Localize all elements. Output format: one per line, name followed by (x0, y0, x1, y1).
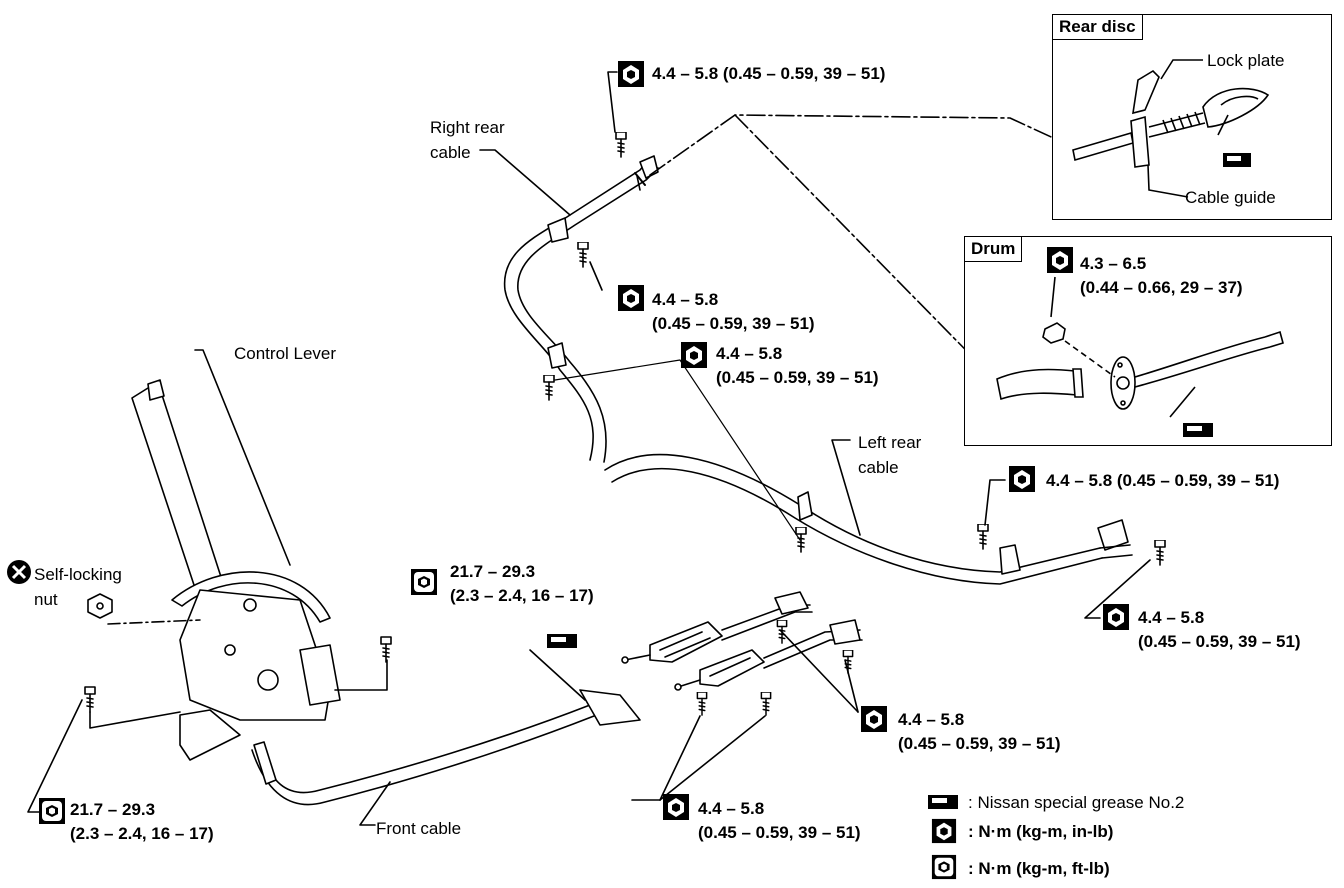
drum-title: Drum (964, 236, 1023, 262)
front-cable-label: Front cable (376, 819, 462, 838)
grease-icon (1223, 153, 1251, 167)
grease-icon (1183, 423, 1213, 437)
legend-nm-ftlb: : N·m (kg-m, ft-lb) (968, 859, 1110, 878)
rear-disc-inset: Rear disc Lock plate Cable guide (1052, 14, 1332, 220)
torque-spec-t1: 4.4 – 5.8 (0.45 – 0.59, 39 – 51) (652, 64, 886, 83)
torque-spec-t2: 4.4 – 5.8(0.45 – 0.59, 39 – 51) (652, 290, 815, 333)
self-locking-nut-icon (7, 560, 31, 584)
torque-spec-t9: 4.4 – 5.8(0.45 – 0.59, 39 – 51) (698, 799, 861, 842)
torque-spec-t8: 4.4 – 5.8(0.45 – 0.59, 39 – 51) (898, 710, 1061, 753)
torque-in-lb-icon (861, 706, 887, 732)
torque-spec-t10: 21.7 – 29.3(2.3 – 2.4, 16 – 17) (70, 800, 214, 843)
legend-nm-inlb: : N·m (kg-m, in-lb) (968, 822, 1114, 841)
torque-spec-t6: 4.4 – 5.8(0.45 – 0.59, 39 – 51) (1138, 608, 1301, 651)
legend-grease: : Nissan special grease No.2 (968, 793, 1185, 812)
legend: : Nissan special grease No.2 : N·m (kg-m… (928, 790, 1248, 882)
torque-in-lb-icon (1009, 466, 1035, 492)
torque-ft-lb-icon (39, 798, 65, 824)
drum-illustration (996, 276, 1284, 437)
torque-in-lb-icon (618, 61, 644, 87)
rear-disc-title: Rear disc (1052, 14, 1143, 40)
torque-in-lb-icon (681, 342, 707, 368)
torque-in-lb-icon (1103, 604, 1129, 630)
torque-ft-lb-icon (931, 854, 957, 880)
drum-inset: Drum (964, 236, 1332, 446)
torque-ft-lb-icon (411, 569, 437, 595)
grease-icon (928, 795, 958, 809)
grease-icon (547, 634, 577, 648)
rear-disc-illustration (1072, 59, 1270, 198)
cable-guide-label: Cable guide (1185, 188, 1276, 207)
torque-spec-t3: 4.4 – 5.8(0.45 – 0.59, 39 – 51) (716, 344, 879, 387)
torque-spec-t5: 4.4 – 5.8 (0.45 – 0.59, 39 – 51) (1046, 471, 1280, 490)
control-lever-label: Control Lever (234, 344, 337, 363)
torque-in-lb-icon (1047, 247, 1073, 273)
torque-in-lb-icon (618, 285, 644, 311)
torque-spec-t7: 21.7 – 29.3(2.3 – 2.4, 16 – 17) (450, 562, 594, 605)
torque-spec-t4: 4.3 – 6.5(0.44 – 0.66, 29 – 37) (1080, 254, 1243, 297)
torque-in-lb-icon (663, 794, 689, 820)
torque-in-lb-icon (931, 818, 957, 844)
lock-plate-label: Lock plate (1207, 51, 1285, 70)
